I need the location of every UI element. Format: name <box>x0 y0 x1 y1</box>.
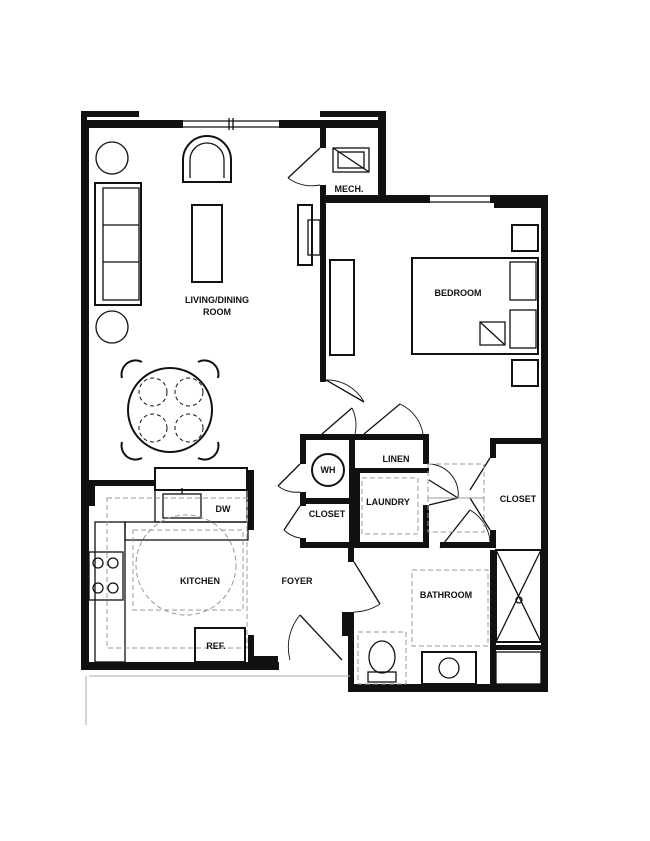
bathroom-fixtures <box>357 549 542 685</box>
utility-fixtures <box>311 147 485 535</box>
label-closet-left: CLOSET <box>309 509 346 519</box>
label-mech: MECH. <box>335 184 364 194</box>
window-bedroom <box>430 195 490 203</box>
bedroom-furniture <box>329 224 539 387</box>
exterior-walls <box>81 111 548 692</box>
label-living-dining-line2: ROOM <box>203 307 231 317</box>
window-top <box>183 118 279 130</box>
label-wh: WH <box>321 465 336 475</box>
label-bathroom: BATHROOM <box>420 590 472 600</box>
label-bedroom: BEDROOM <box>435 288 482 298</box>
label-living-dining-line1: LIVING/DINING <box>185 295 249 305</box>
door-swings <box>277 147 491 661</box>
label-linen: LINEN <box>383 454 410 464</box>
label-foyer: FOYER <box>281 576 313 586</box>
interior-walls <box>89 128 546 692</box>
living-furniture <box>94 135 321 461</box>
label-ref: REF. <box>206 641 226 651</box>
kitchen-fixtures <box>88 467 249 663</box>
room-labels: LIVING/DINING ROOM MECH. BEDROOM WH LINE… <box>180 184 537 651</box>
label-dw: DW <box>216 504 231 514</box>
label-kitchen: KITCHEN <box>180 576 220 586</box>
site-lines <box>85 675 350 725</box>
label-laundry: LAUNDRY <box>366 497 410 507</box>
label-closet-right: CLOSET <box>500 494 537 504</box>
